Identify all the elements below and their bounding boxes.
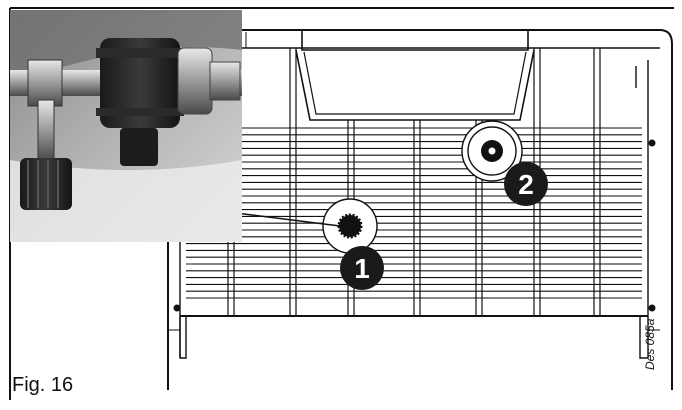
knob-1 — [322, 198, 378, 254]
grille-slats — [186, 127, 642, 299]
callout-2-number: 2 — [518, 169, 534, 200]
callout-1: 1 — [340, 246, 384, 290]
figure-label: Fig. 16 — [12, 374, 74, 396]
screw-bottom-right — [648, 304, 656, 312]
valve-body — [100, 38, 180, 128]
screw-bottom-left — [173, 304, 181, 312]
callout-2: 2 — [504, 162, 548, 206]
screw-top-right — [648, 139, 656, 147]
drawing-code: Des 085a — [643, 318, 657, 370]
knob-2 — [461, 120, 523, 182]
valve-photo-inset — [10, 10, 242, 242]
corner-screws — [173, 139, 656, 312]
callout-1-number: 1 — [354, 253, 370, 284]
